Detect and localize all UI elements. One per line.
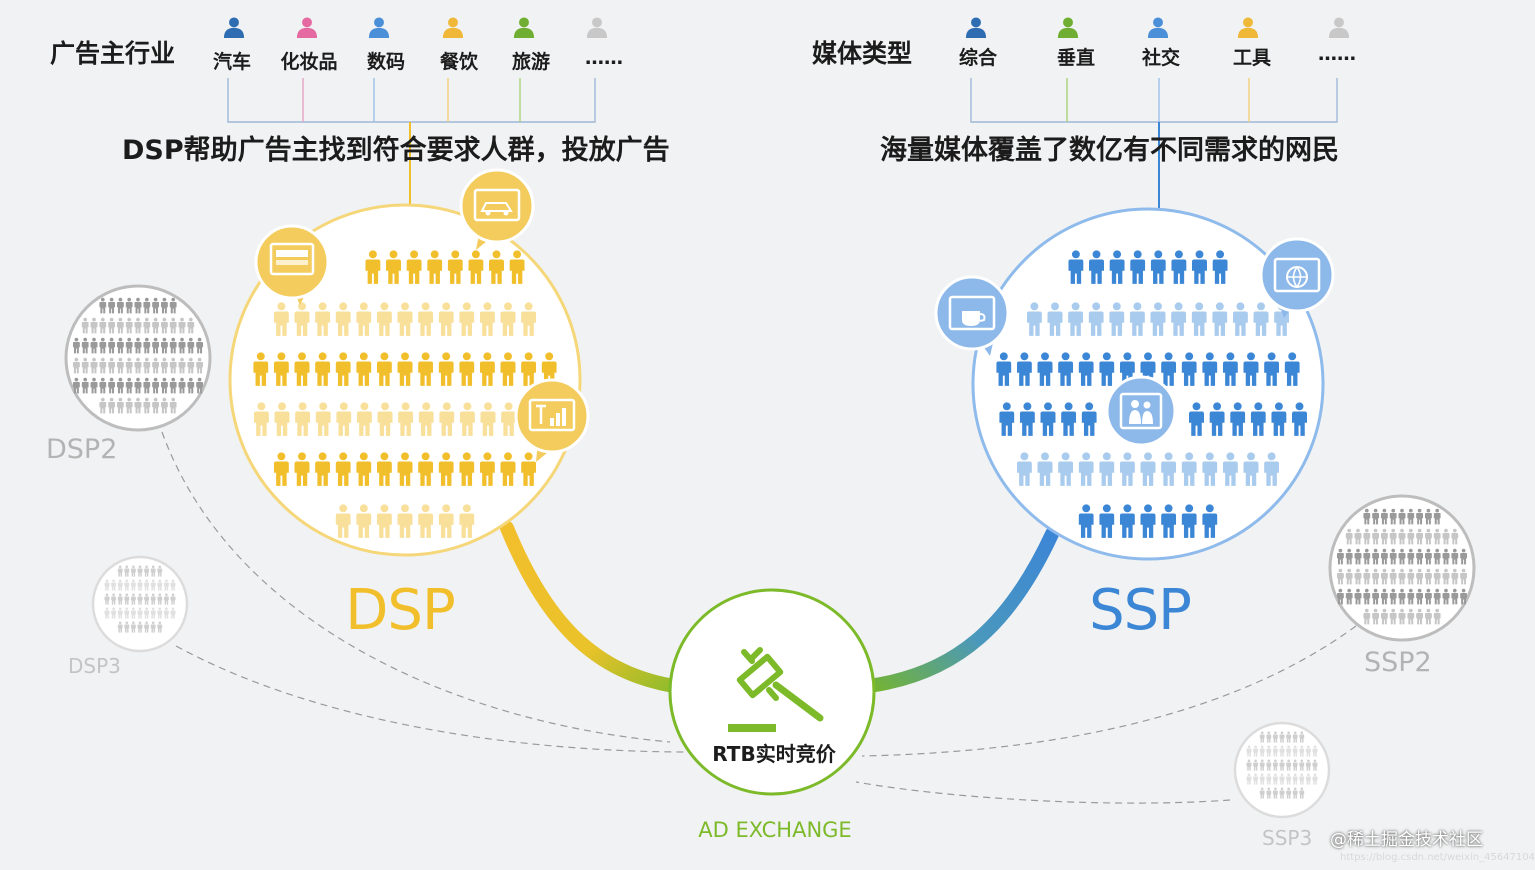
ad-exchange-label: AD EXCHANGE [698,818,852,842]
media-item-vertical: 垂直 [1056,47,1096,69]
ssp-headline: 海量媒体覆盖了数亿有不同需求的网民 [880,135,1339,166]
person-icon [965,17,987,38]
media-connectors [970,78,1338,218]
ssp2-link [861,625,1357,757]
dsp-label: DSP [345,578,455,643]
auction-gavel-icon [736,647,824,722]
globe-icon [1259,237,1335,318]
person-icon [1328,17,1350,38]
media-bracket [970,78,1338,123]
person-icon [296,17,318,38]
dsp-headline: DSP帮助广告主找到符合要求人群，投放广告 [122,135,670,166]
ad-exchange-circle [668,588,876,796]
ssp2-label: SSP2 [1364,647,1432,678]
person-icon [586,17,608,38]
advertiser-connectors [227,78,596,218]
signal-chart-icon [514,378,590,462]
advertiser-item-travel: 旅游 [511,51,551,73]
person-icon [513,17,535,38]
dashed-links [161,431,1357,804]
media-item-social: 社交 [1141,47,1181,69]
coffee-cup-icon [934,275,1010,356]
media-item-general: 综合 [958,47,998,69]
watermark: @稀土掘金技术社区 [1330,830,1483,850]
ssp3-circle [1233,721,1331,819]
dsp2-circle [64,284,212,432]
car-ad-icon [459,168,535,250]
advertiser-item-more: …… [585,47,623,69]
ssp-label: SSP [1089,578,1192,643]
advertiser-item-auto: 汽车 [212,51,252,73]
ssp3-link [855,781,1231,804]
media-item-more: …… [1318,43,1356,65]
media-type-title: 媒体类型 [812,39,913,68]
person-icon [442,17,464,38]
shop-billboard-icon [254,224,330,305]
people-photo-icon [1105,375,1177,447]
dsp2-label: DSP2 [46,434,118,465]
advertiser-item-cosmetics: 化妆品 [280,51,338,73]
advertiser-item-dining: 餐饮 [439,51,479,73]
person-icon [368,17,390,38]
ssp-exchange-arc [861,527,1059,693]
gavel-base [728,724,776,732]
dsp2-link [161,431,671,743]
person-icon [223,17,245,38]
media-icons [965,17,1350,38]
dsp3-label: DSP3 [68,654,121,678]
dsp-circle [228,203,582,557]
rtb-label: RTB实时竞价 [712,742,836,766]
person-icon [1147,17,1169,38]
ssp3-label: SSP3 [1262,826,1313,850]
dsp3-link [175,645,691,753]
advertiser-industry-title: 广告主行业 [50,39,176,68]
advertiser-bracket [227,78,596,123]
media-item-tools: 工具 [1232,47,1272,69]
dsp-exchange-arc [500,521,695,695]
ssp2-circle [1328,494,1476,642]
advertiser-item-digital: 数码 [366,51,406,73]
watermark-url: https://blog.csdn.net/weixin_45647104 [1340,852,1535,863]
dsp3-circle [91,555,189,653]
person-icon [1237,17,1259,38]
advertiser-icons [223,17,608,38]
person-icon [1057,17,1079,38]
